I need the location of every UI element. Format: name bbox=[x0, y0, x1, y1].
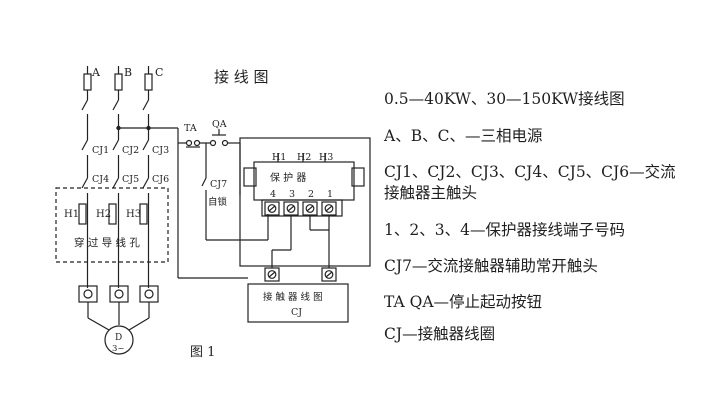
cj5-label: CJ5 bbox=[122, 174, 139, 185]
cj1-label: CJ1 bbox=[92, 145, 109, 156]
ta-label: TA bbox=[184, 123, 197, 134]
cj4-label: CJ4 bbox=[92, 174, 109, 185]
terminal-3: 3 bbox=[289, 189, 295, 200]
wiring-diagram: 接 线 图 A B C CJ1 CJ2 CJ3 CJ4 CJ5 CJ6 H1 H… bbox=[55, 66, 371, 360]
phase-a-label: A bbox=[91, 66, 101, 79]
sensor-h2-label: H2 bbox=[96, 209, 111, 220]
legend-line-5: 1、2、3、4—保护器接线端子号码 bbox=[384, 221, 625, 239]
legend-line-1: 0.5—40KW、30—150KW接线图 bbox=[384, 90, 625, 108]
protector-h2: H2 bbox=[297, 152, 311, 163]
legend-line-6: CJ7—交流接触器辅助常开触头 bbox=[384, 257, 598, 275]
motor-symbol bbox=[104, 325, 134, 355]
self-lock-label: 自锁 bbox=[208, 196, 228, 208]
coil-box-label: 接 触 器 线 图 bbox=[263, 291, 323, 303]
hole-label: 穿 过 导 线 孔 bbox=[74, 236, 140, 249]
legend-line-7: TA QA—停止起动按钮 bbox=[384, 293, 543, 311]
fuse-a bbox=[83, 73, 92, 91]
cj2-label: CJ2 bbox=[122, 145, 139, 156]
motor-sub-label: 3~ bbox=[112, 344, 125, 354]
protector-title: 保 护 器 bbox=[270, 171, 306, 184]
fuse-c bbox=[144, 73, 153, 91]
qa-label: QA bbox=[212, 119, 227, 130]
protector-h3: H3 bbox=[319, 152, 333, 163]
fuse-b bbox=[114, 73, 123, 91]
sensor-h1-label: H1 bbox=[64, 209, 79, 220]
legend-line-3: CJ1、CJ2、CJ3、CJ4、CJ5、CJ6—交流 bbox=[384, 163, 676, 181]
cj3-label: CJ3 bbox=[152, 145, 169, 156]
terminal-2: 2 bbox=[308, 189, 314, 200]
protector-h1: H1 bbox=[272, 152, 286, 163]
coil-box-sub: CJ bbox=[291, 307, 302, 318]
legend-line-4: 接触器主触头 bbox=[384, 184, 478, 202]
cj6-label: CJ6 bbox=[152, 174, 169, 185]
sensor-h3-label: H3 bbox=[126, 209, 141, 220]
terminal-4: 4 bbox=[270, 189, 276, 200]
motor-label: D bbox=[115, 333, 122, 343]
figure-caption: 图 1 bbox=[190, 345, 215, 360]
legend-line-8: CJ—接触器线圈 bbox=[384, 325, 496, 343]
cj7-label: CJ7 bbox=[210, 179, 227, 190]
legend-line-2: A、B、C、—三相电源 bbox=[384, 127, 543, 145]
terminal-1: 1 bbox=[327, 189, 333, 200]
diagram-title: 接 线 图 bbox=[214, 68, 269, 86]
phase-c-label: C bbox=[155, 66, 163, 79]
phase-b-label: B bbox=[124, 66, 132, 79]
